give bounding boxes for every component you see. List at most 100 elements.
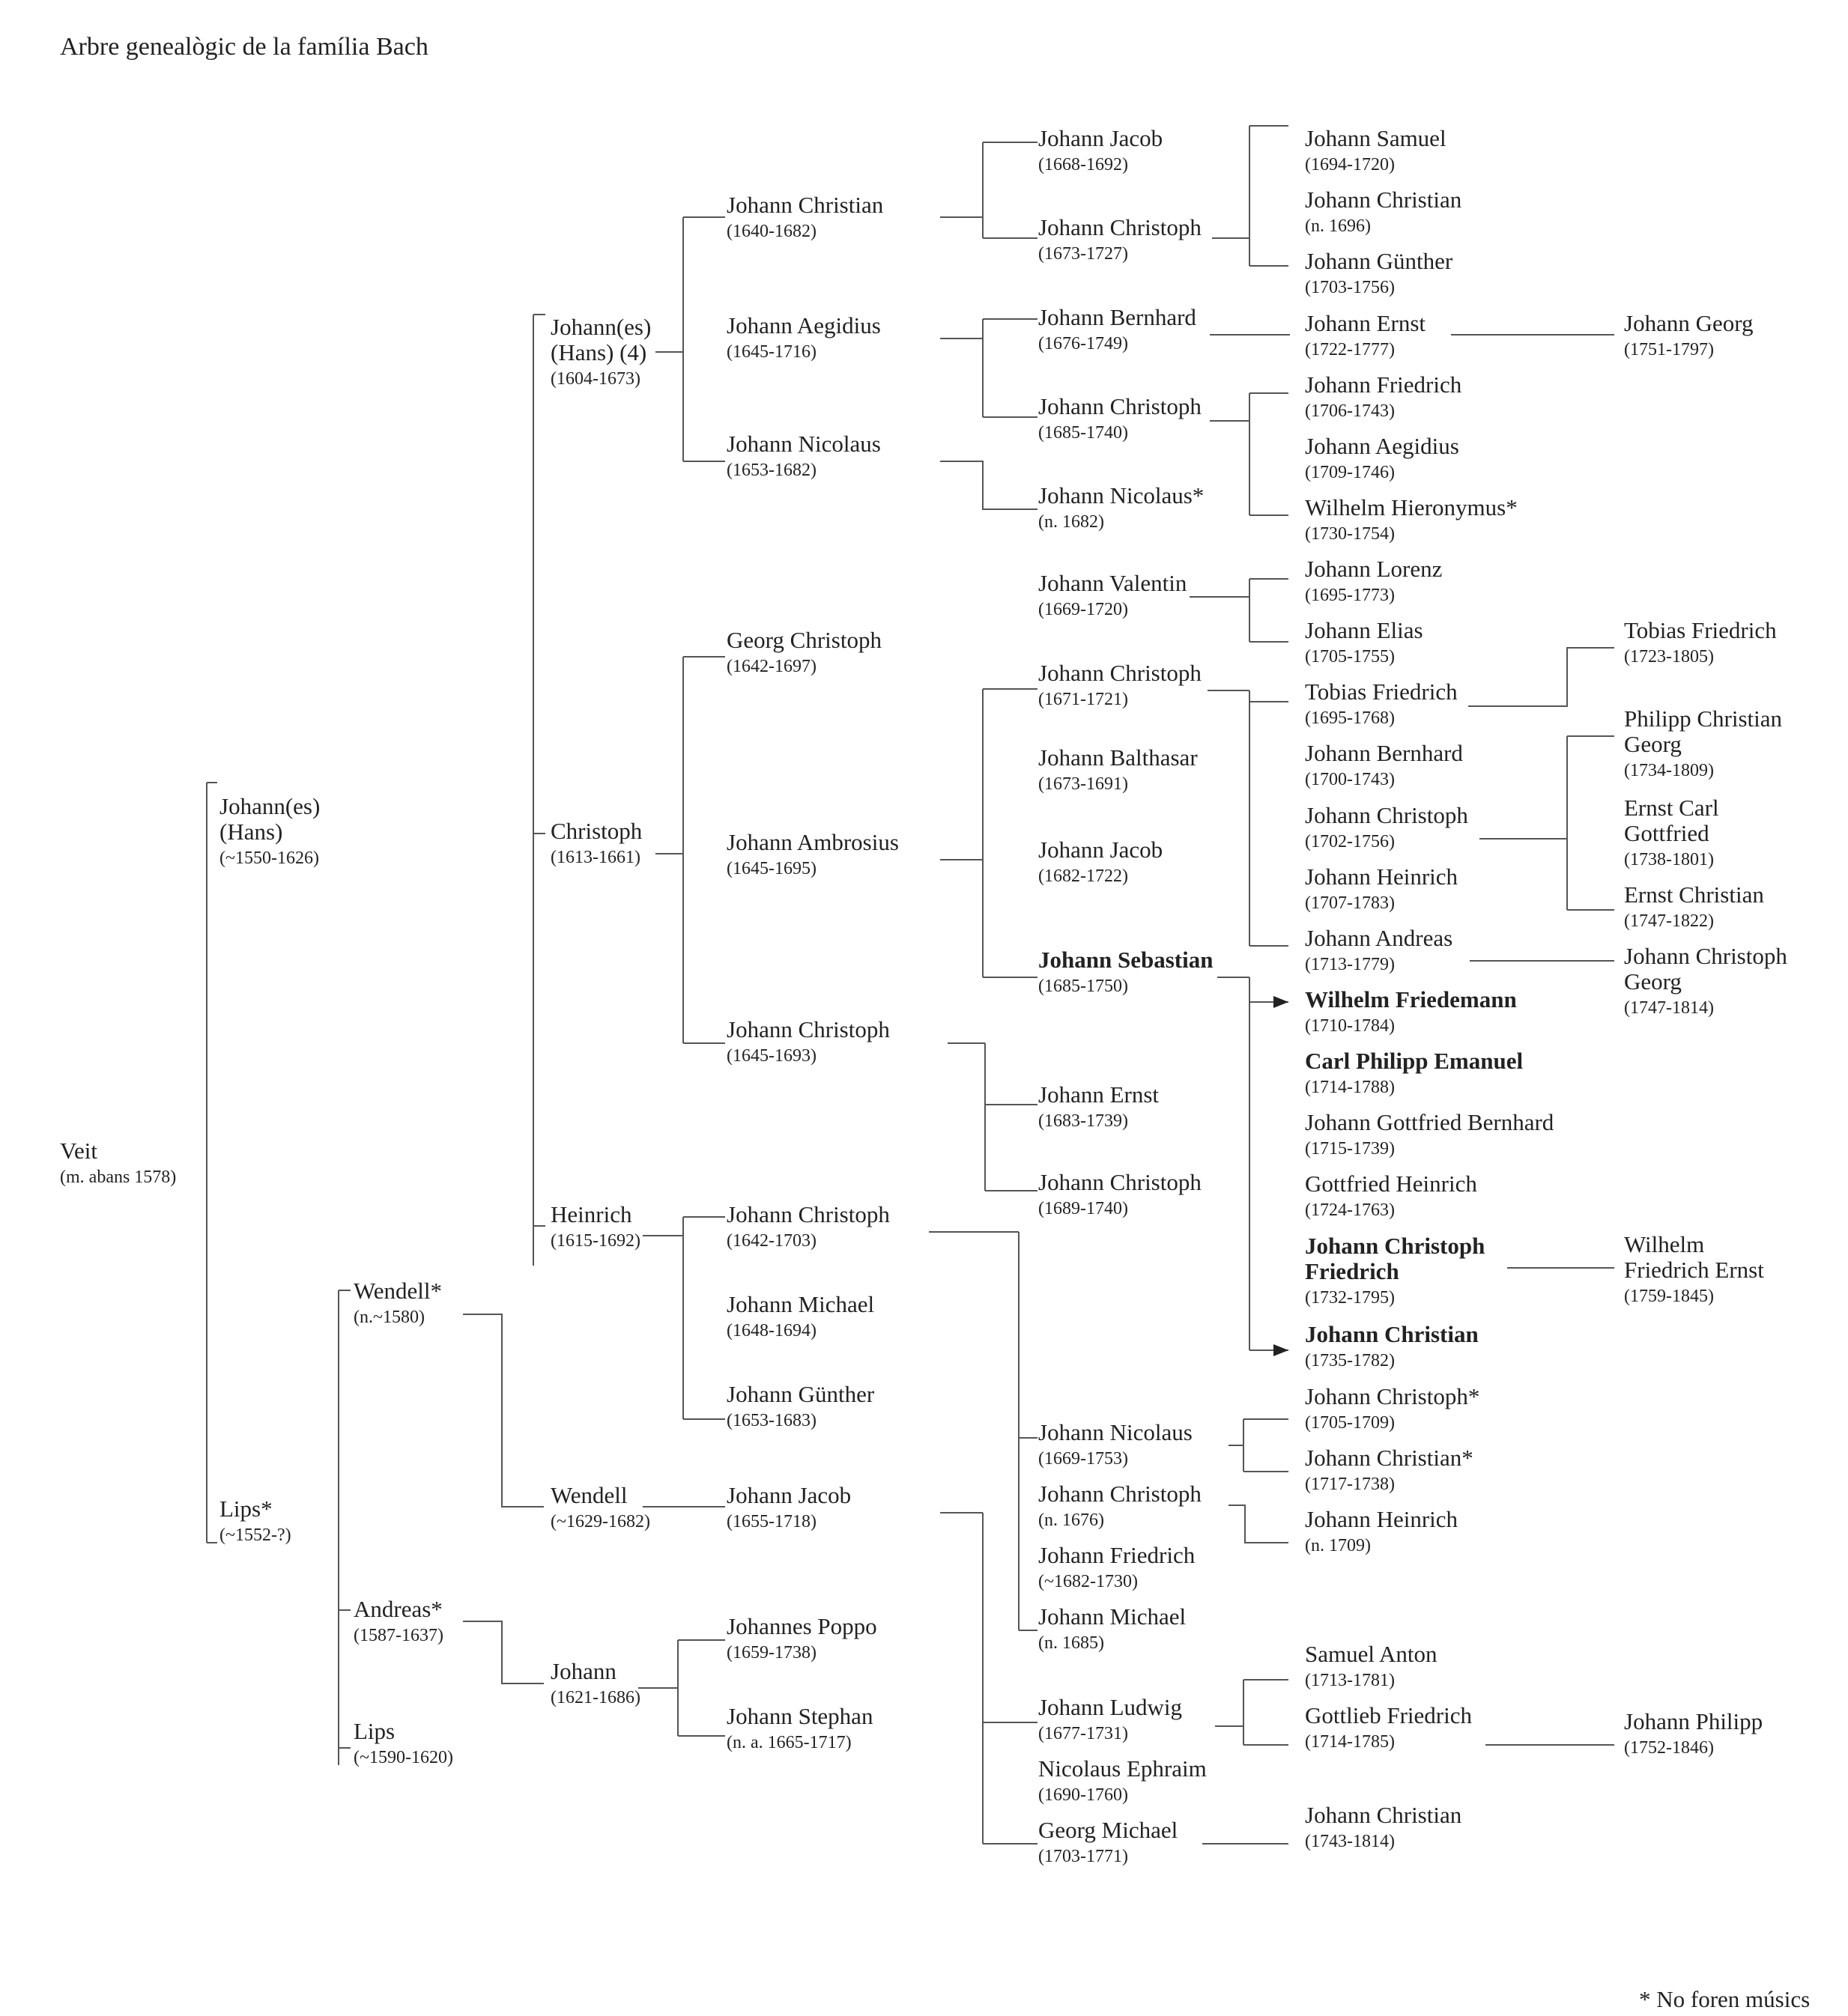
person-years: (1669-1720) [1038,600,1128,620]
person-name: Johannes Poppo [727,1613,877,1639]
person-years: (1714-1785) [1305,1732,1395,1752]
person-name: Johann Christoph [1624,943,1787,969]
person-name: Johann Christoph [1038,1169,1202,1195]
person-years: (1642-1703) [727,1231,817,1251]
person-node-christoph-1613: Christoph(1613-1661) [551,818,642,867]
person-name: Gottlieb Friedrich [1305,1702,1472,1728]
person-years: (n. a. 1665-1717) [727,1733,852,1753]
person-years: (1673-1727) [1038,244,1128,264]
person-node-wfriedemann-1710: Wilhelm Friedemann(1710-1784) [1305,986,1517,1036]
person-years: (~1550-1626) [219,848,319,869]
person-years: (1587-1637) [354,1626,443,1646]
person-name: Johann Christoph [727,1201,890,1227]
person-years: (1713-1779) [1305,955,1395,975]
person-name: Johann Ambrosius [727,829,899,855]
person-years: (1722-1777) [1305,340,1395,360]
person-node-jchristoph-1676: Johann Christoph(n. 1676) [1038,1481,1202,1530]
person-node-gheinrich-1724: Gottfried Heinrich (1724-1763) [1305,1171,1477,1220]
person-name: Johann Christoph [1038,393,1202,419]
person-node-gmichael-1703: Georg Michael(1703-1771) [1038,1817,1178,1867]
person-name: Johann Heinrich [1305,863,1458,890]
person-name: Johann Michael [1038,1603,1187,1630]
person-years: (1669-1753) [1038,1449,1128,1469]
person-years: (1668-1692) [1038,155,1128,175]
person-years: (n.~1580) [354,1308,425,1328]
person-years: (1707-1783) [1305,893,1395,914]
connector-lines [206,125,1614,1845]
person-name: Johann Christoph [1305,1233,1485,1259]
person-years: (1653-1683) [727,1411,817,1431]
person-years: (1676-1749) [1038,334,1128,354]
person-node-wendell-1580: Wendell*(n.~1580) [354,1278,442,1327]
person-years: (1694-1720) [1305,155,1395,175]
person-name: Johann Heinrich [1305,1506,1458,1532]
person-name: Gottfried Heinrich [1305,1171,1477,1197]
person-name: Georg [1624,968,1682,995]
person-years: (1717-1738) [1305,1475,1395,1495]
person-node-jphilipp-1752: Johann Philipp(1752-1846) [1624,1708,1763,1758]
person-name: Johann Christian [1305,1802,1462,1828]
person-years: (1700-1743) [1305,770,1395,790]
person-node-cpemanuel-1714: Carl Philipp Emanuel(1714-1788) [1305,1048,1523,1097]
person-node-johann-1621: Johann(1621-1686) [551,1658,640,1707]
person-name: Heinrich [551,1201,632,1227]
person-node-jsamuel-1694: Johann Samuel(1694-1720) [1305,125,1446,175]
person-node-andreas-1587: Andreas* (1587-1637) [354,1596,443,1646]
person-name: Johann(es) [551,314,652,340]
person-name: Johann [551,1658,616,1684]
person-years: (1682-1722) [1038,866,1128,887]
person-years: (1640-1682) [727,222,817,242]
person-node-georg-christoph-1642: Georg Christoph(1642-1697) [727,627,882,676]
diagram-title: Arbre genealògic de la família Bach [60,33,428,61]
person-years: (1645-1716) [727,342,817,362]
person-node-gfriedrich-1714: Gottlieb Friedrich (1714-1785) [1305,1702,1472,1752]
person-node-jchristoph-1671: Johann Christoph (1671-1721) [1038,660,1202,710]
person-name: (Hans) (4) [551,339,647,366]
person-years: (1671-1721) [1038,690,1128,710]
person-name: Johann Günther [1305,248,1453,274]
person-name: Johann Christoph [1038,660,1202,686]
person-name: Johann Sebastian [1038,947,1214,973]
person-years: (1673-1691) [1038,774,1128,795]
person-years: (n. 1696) [1305,216,1371,237]
person-years: (1714-1788) [1305,1078,1395,1098]
connector-arrowheads [1273,996,1288,1356]
person-name: Johann Christoph* [1305,1383,1480,1409]
person-node-jchristoph-1705: Johann Christoph*(1705-1709) [1305,1383,1480,1433]
person-years: (n. 1709) [1305,1536,1371,1556]
person-node-jnicolaus-1669: Johann Nicolaus(1669-1753) [1038,1419,1193,1469]
person-name: Georg [1624,731,1682,758]
person-node-jheinrich-1707: Johann Heinrich (1707-1783) [1305,863,1458,914]
person-years: (1732-1795) [1305,1288,1395,1308]
person-name: Andreas* [354,1596,443,1622]
person-node-jchristian-1640: Johann Christian (1640-1682) [727,192,883,241]
person-name: Johann Nicolaus* [1038,482,1205,508]
person-name: Johann Jacob [727,1482,852,1508]
person-years: (1724-1763) [1305,1200,1395,1221]
person-name: Lips* [219,1496,273,1522]
person-years: (1655-1718) [727,1512,817,1532]
person-node-jjacob-1668: Johann Jacob(1668-1692) [1038,125,1163,175]
person-node-jchristoph-1702: Johann Christoph(1702-1756) [1305,802,1468,851]
person-name: Johann Christoph [1038,214,1202,240]
person-node-jgunther-1653: Johann Günther(1653-1683) [727,1381,874,1431]
person-years: (n. 1676) [1038,1511,1104,1531]
person-name: Johann Christoph [1305,802,1468,828]
person-years: (1710-1784) [1305,1016,1395,1036]
person-name: Lips [354,1718,396,1744]
person-node-jchristian-1717: Johann Christian*(1717-1738) [1305,1445,1473,1494]
person-years: (1703-1771) [1038,1847,1128,1867]
person-node-jgbernhard-1715: Johann Gottfried Bernhard(1715-1739) [1305,1109,1554,1159]
person-node-whieronymus-1730: Wilhelm Hieronymus*(1730-1754) [1305,494,1518,544]
person-years: (1705-1755) [1305,647,1395,667]
person-name: (Hans) [219,819,283,845]
person-name: Johann Andreas [1305,925,1453,951]
person-name: Johann Christian [727,192,884,218]
person-years: (1735-1782) [1305,1351,1395,1371]
person-node-santon-1713: Samuel Anton(1713-1781) [1305,1641,1437,1690]
person-name: Johann Aegidius [1305,433,1459,459]
person-name: Georg Christoph [727,627,882,653]
person-node-jchristian-1743: Johann Christian(1743-1814) [1305,1802,1462,1851]
